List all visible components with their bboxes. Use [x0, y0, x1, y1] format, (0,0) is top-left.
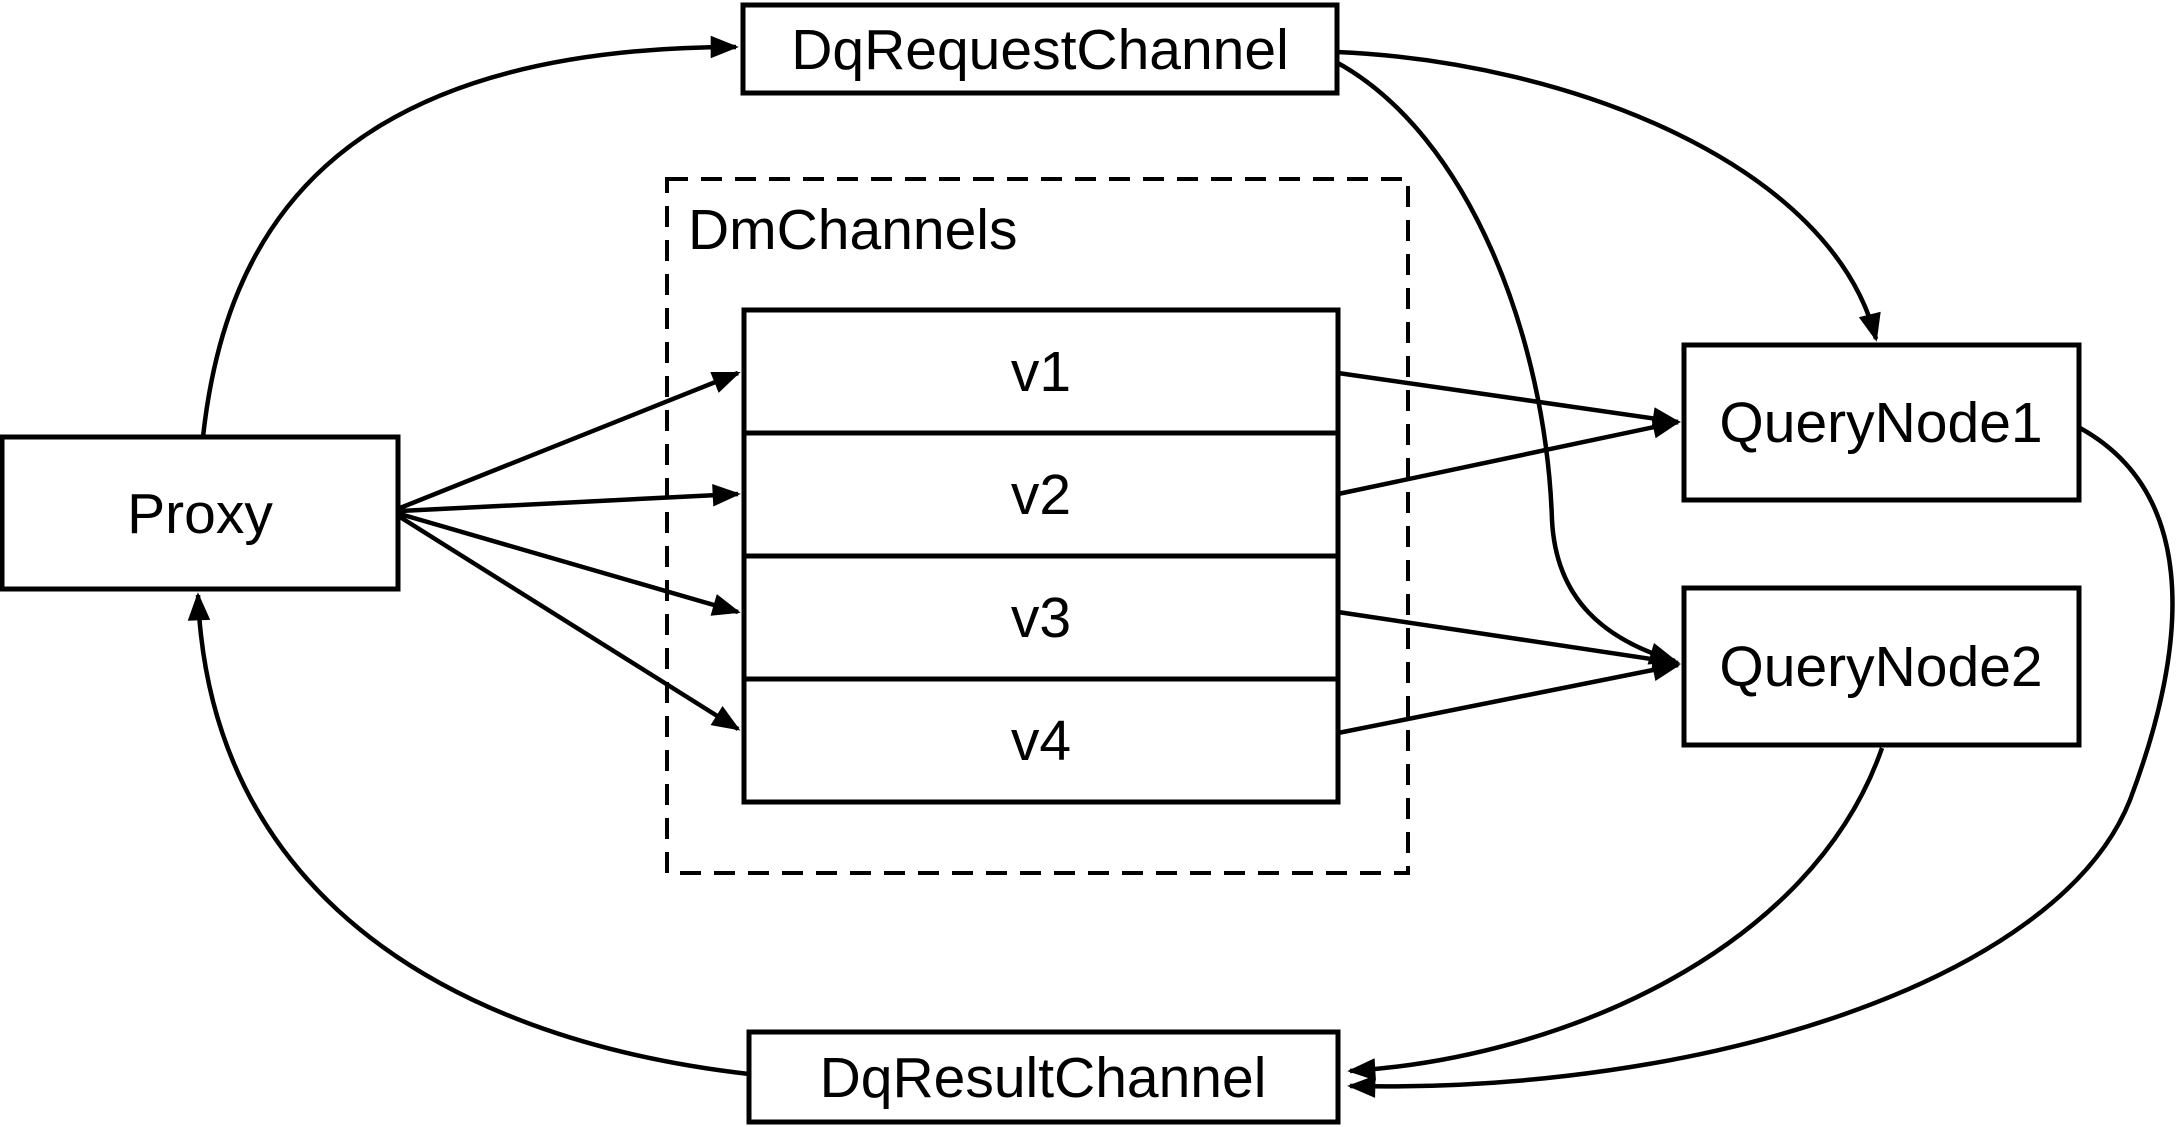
edge-querynode2-to-dqresultchannel: [1347, 747, 1885, 1081]
proxy-node-box: [0, 434, 401, 592]
channel-v2-label: v2: [1011, 463, 1071, 527]
dmchannels-group-box: [665, 177, 1410, 875]
channel-v1-label: v1: [1011, 340, 1071, 404]
dqresultchannel-node-box: [746, 1029, 1341, 1125]
edge-dqrequestchannel-to-querynode2: [1334, 60, 1678, 665]
edge-proxy-to-v2: [399, 484, 741, 514]
dqrequestchannel-node-box: [740, 2, 1340, 96]
dqresultchannel-node-label: DqResultChannel: [820, 1046, 1267, 1110]
edge-proxy-to-dqrequestchannel: [200, 35, 739, 438]
querynode2-node-label: QueryNode2: [1719, 635, 2042, 699]
edge-proxy-to-v1: [399, 370, 741, 511]
edge-v2-to-querynode1: [1337, 416, 1681, 497]
edge-proxy-to-v4: [398, 515, 741, 731]
edge-v3-to-querynode2: [1337, 609, 1681, 671]
channel-v3-label: v3: [1011, 586, 1071, 650]
edge-querynode1-to-dqresultchannel: [1347, 426, 2175, 1098]
proxy-node-label: Proxy: [127, 482, 273, 546]
querynode1-node-box: [1681, 342, 2082, 503]
edge-dqresultchannel-to-proxy: [187, 592, 750, 1077]
edge-proxy-to-v3: [399, 511, 741, 616]
edge-v1-to-querynode1: [1337, 370, 1681, 430]
edge-dqrequestchannel-to-querynode1: [1336, 49, 1881, 342]
channel-v4-label: v4: [1011, 709, 1071, 773]
dqrequestchannel-node-label: DqRequestChannel: [791, 18, 1289, 82]
dmchannels-group-label: DmChannels: [688, 198, 1017, 262]
querynode2-node-box: [1681, 585, 2082, 748]
edge-v4-to-querynode2: [1337, 658, 1681, 736]
querynode1-node-label: QueryNode1: [1719, 391, 2042, 455]
